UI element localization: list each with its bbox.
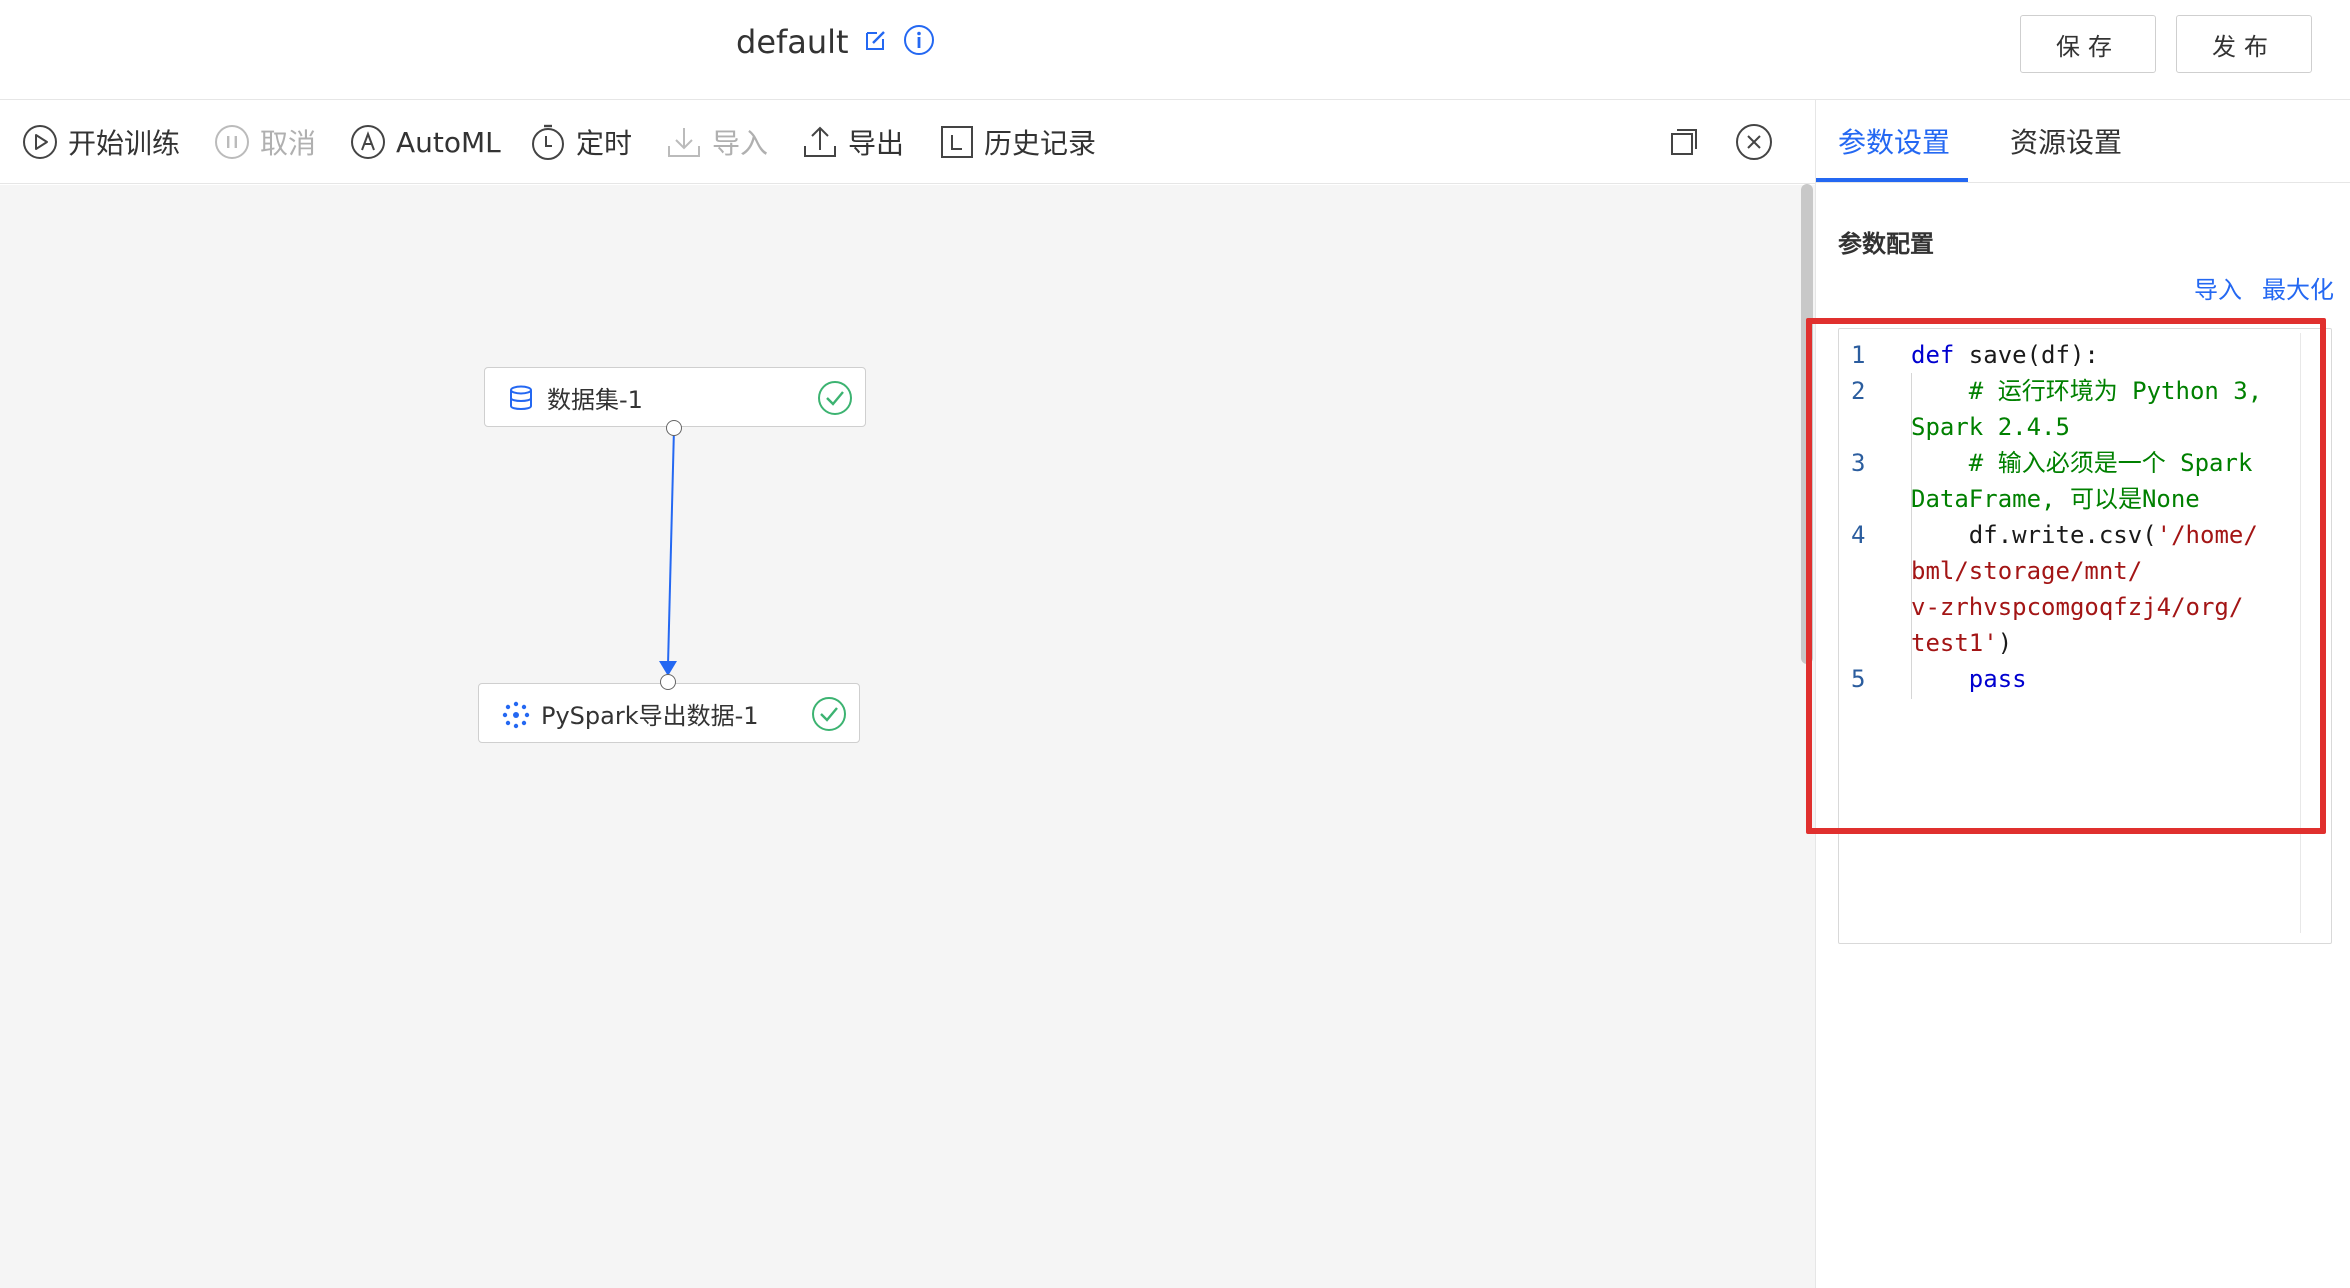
- tab-param-settings[interactable]: 参数设置: [1838, 126, 1951, 159]
- code-text: ): [1997, 629, 2013, 657]
- workflow-canvas[interactable]: [0, 185, 1815, 1288]
- code-line-3a: # 输入必须是一个 Spark: [1911, 449, 2253, 477]
- automl-label: AutoML: [396, 125, 501, 159]
- code-text: df.write.csv(: [1911, 521, 2157, 549]
- publish-button[interactable]: 发布: [2176, 15, 2312, 73]
- line-number: 5: [1851, 665, 1866, 693]
- play-circle-icon: [23, 125, 57, 159]
- start-training-button[interactable]: 开始训练: [22, 100, 180, 184]
- history-label: 历史记录: [984, 127, 1097, 160]
- export-label: 导出: [848, 127, 905, 160]
- close-circle-icon[interactable]: [1734, 122, 1774, 162]
- code-line-2a: # 运行环境为 Python 3,: [1911, 377, 2263, 405]
- node-input-port[interactable]: [660, 674, 676, 690]
- code-line-2b: Spark 2.4.5: [1911, 413, 2070, 441]
- section-title: 参数配置: [1838, 230, 1934, 258]
- schedule-button[interactable]: 定时: [530, 100, 632, 184]
- edit-icon[interactable]: [863, 27, 889, 58]
- line-number: 4: [1851, 521, 1866, 549]
- edge-connector: [659, 427, 677, 676]
- upload-icon: [804, 126, 836, 157]
- active-tab-indicator: [1816, 178, 1968, 182]
- code-line-4c: v-zrhvspcomgoqfzj4/org/: [1911, 593, 2244, 621]
- node-label: PySpark导出数据-1: [541, 701, 759, 730]
- history-icon: [941, 126, 973, 158]
- import-link[interactable]: 导入: [2194, 276, 2242, 304]
- code-line-4a: df.write.csv('/home/: [1911, 517, 2258, 553]
- schedule-label: 定时: [576, 127, 633, 160]
- copy-icon[interactable]: [1664, 122, 1704, 162]
- tab-divider: [1816, 182, 2350, 183]
- canvas-toolbar: 开始训练 取消 AutoML 定时 导入 导出 历史记录: [0, 100, 1815, 184]
- info-icon[interactable]: [903, 24, 935, 61]
- line-number: 2: [1851, 377, 1866, 405]
- string-literal: test1': [1911, 629, 1998, 657]
- database-icon: [507, 384, 535, 417]
- code-line-1: def save(df):: [1911, 337, 2099, 373]
- keyword: def: [1911, 341, 1955, 369]
- title-area: default: [736, 22, 935, 62]
- code-editor[interactable]: 1 2 3 4 5 def save(df): # 运行环境为 Python 3…: [1838, 328, 2332, 944]
- code-text: save(df):: [1954, 341, 2099, 369]
- save-button[interactable]: 保存: [2020, 15, 2156, 73]
- code-line-3b: DataFrame, 可以是None: [1911, 485, 2200, 513]
- page-title: default: [736, 23, 849, 61]
- editor-scrollbar-track[interactable]: [2300, 333, 2301, 933]
- export-button[interactable]: 导出: [802, 100, 904, 184]
- pause-circle-icon: [215, 125, 249, 159]
- timer-icon: [532, 124, 564, 160]
- code-line-4d: test1'): [1911, 625, 2012, 661]
- node-dataset[interactable]: 数据集-1: [484, 367, 866, 427]
- pyspark-icon: [501, 700, 531, 735]
- import-button[interactable]: 导入: [666, 100, 768, 184]
- history-button[interactable]: 历史记录: [940, 100, 1096, 184]
- automl-icon: [351, 125, 385, 159]
- download-icon: [668, 128, 700, 157]
- start-training-label: 开始训练: [68, 127, 181, 160]
- indent-guide: [1911, 373, 1912, 699]
- maximize-link[interactable]: 最大化: [2262, 276, 2334, 304]
- import-label: 导入: [712, 127, 769, 160]
- line-number: 1: [1851, 341, 1866, 369]
- properties-panel: 参数设置 资源设置 参数配置 导入 最大化 1 2 3 4 5 def save…: [1815, 100, 2350, 1288]
- code-line-5: pass: [1911, 665, 2027, 693]
- code-line-4b: bml/storage/mnt/: [1911, 557, 2143, 585]
- string-literal: '/home/: [2156, 521, 2258, 549]
- node-label: 数据集-1: [547, 385, 643, 414]
- check-circle-icon: [811, 696, 847, 737]
- node-pyspark-export[interactable]: PySpark导出数据-1: [478, 683, 860, 743]
- cancel-button[interactable]: 取消: [214, 100, 316, 184]
- cancel-label: 取消: [260, 127, 317, 160]
- check-circle-icon: [817, 380, 853, 421]
- tab-resource-settings[interactable]: 资源设置: [2010, 126, 2123, 159]
- app-header: default 保存 发布: [0, 0, 2350, 100]
- line-number: 3: [1851, 449, 1866, 477]
- node-output-port[interactable]: [666, 420, 682, 436]
- automl-button[interactable]: AutoML: [350, 100, 501, 184]
